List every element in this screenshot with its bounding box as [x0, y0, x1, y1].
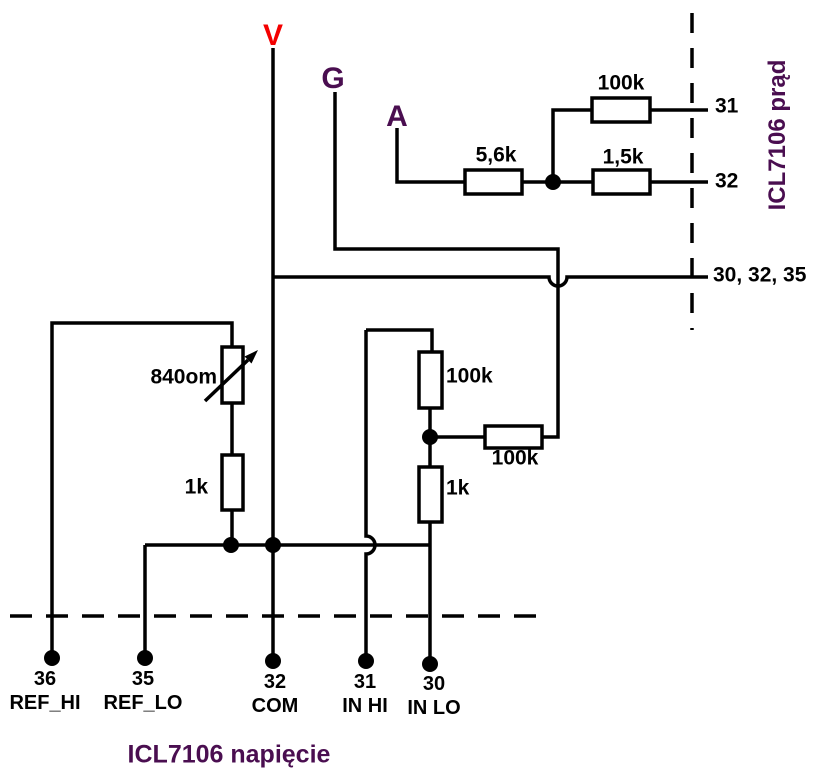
wire-branch-to-100k-top	[551, 108, 592, 182]
junction-dot-divider	[422, 429, 438, 445]
resistor-100k-horizontal-body	[483, 424, 544, 450]
in-hi-wire	[364, 330, 377, 661]
potentiometer-arrow-shaft	[203, 358, 250, 403]
pin-35-number: 35	[131, 668, 155, 690]
resistor-100k-vertical-label: 100k	[446, 364, 493, 388]
junction-dot-bus-v	[265, 537, 281, 553]
resistor-1k-left-body	[220, 453, 245, 512]
junction-dot-bus-1k	[223, 537, 239, 553]
resistor-1-5k-label: 1,5k	[602, 145, 644, 169]
pin-31-terminal-dot	[358, 653, 374, 669]
junction-dot-top	[545, 174, 561, 190]
potentiometer-arrow-head	[244, 350, 258, 364]
section-title-current: ICL7106 prąd	[764, 59, 791, 211]
pin-30-name: IN LO	[407, 697, 461, 719]
pin-36-name: REF_HI	[9, 692, 81, 714]
pin-31-label: 31	[715, 94, 739, 118]
section-title-voltage: ICL7106 napięcie	[127, 740, 331, 769]
pin-31-group: 31 IN HI	[342, 671, 388, 718]
pin-30-group: 30 IN LO	[407, 673, 460, 720]
bus-pins-label: 30, 32, 35	[713, 263, 807, 287]
in-hi-top-wire	[366, 328, 434, 352]
pin-30-terminal-dot	[422, 656, 438, 672]
pin-32-terminal-dot	[265, 653, 281, 669]
resistor-1k-right-label: 1k	[446, 476, 470, 500]
pin-30-number: 30	[422, 673, 446, 695]
g-rail-label: G	[321, 62, 345, 95]
a-rail-label: A	[386, 100, 408, 133]
resistor-1k-left-label: 1k	[184, 475, 208, 499]
bus-wire-30-32-35	[273, 275, 708, 288]
g-rail-wire	[333, 92, 560, 439]
pin-31-name: IN HI	[342, 695, 388, 717]
v-rail-label: V	[262, 19, 284, 52]
pin-31-number: 31	[353, 671, 377, 693]
a-rail-wire	[395, 128, 465, 184]
ref-hi-wire	[50, 321, 234, 658]
pin-32-name: COM	[251, 695, 299, 717]
pin-35-name: REF_LO	[103, 692, 183, 714]
pin-36-number: 36	[33, 668, 57, 690]
pin-36-terminal-dot	[44, 650, 60, 666]
pin-35-terminal-dot	[137, 650, 153, 666]
resistor-5-6k-label: 5,6k	[475, 143, 517, 167]
resistor-1-5k-body	[591, 168, 652, 196]
resistor-100k-top-body	[590, 96, 652, 124]
resistor-1k-right-body	[417, 465, 444, 524]
resistor-100k-horizontal-label: 100k	[491, 446, 539, 470]
pin-36-group: 36 REF_HI	[9, 668, 80, 715]
resistor-5-6k-body	[463, 168, 524, 196]
pin-32-number: 32	[263, 671, 287, 693]
pin-32-group: 32 COM	[252, 671, 299, 718]
pin-35-group: 35 REF_LO	[104, 668, 183, 715]
resistor-840om-label: 840om	[150, 365, 217, 389]
pin-32-label: 32	[715, 169, 739, 193]
resistor-100k-vertical-body	[417, 350, 444, 410]
resistor-100k-top-label: 100k	[597, 71, 645, 95]
